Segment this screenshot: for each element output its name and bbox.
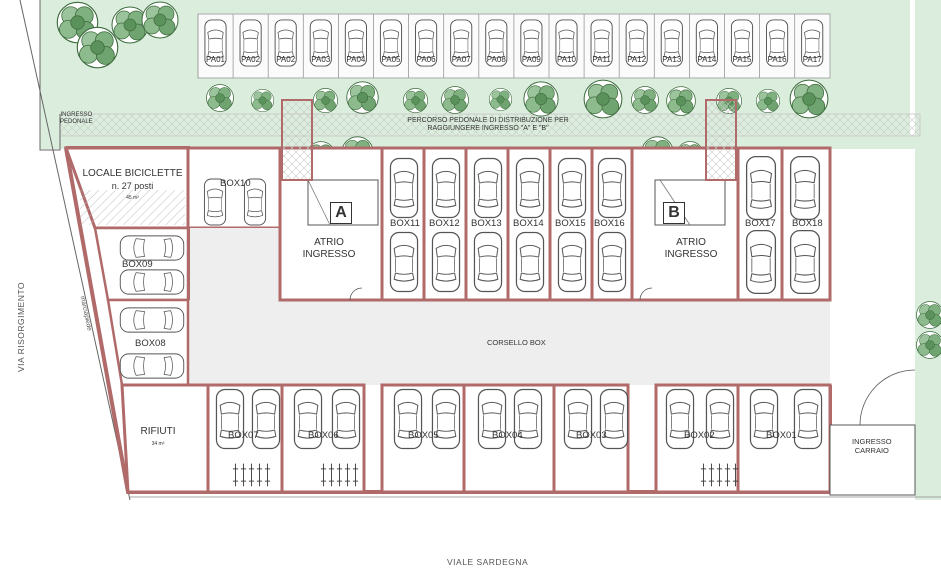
viale-sardegna-label: VIALE SARDEGNA: [447, 557, 529, 567]
parking-spot-label: PA13: [662, 55, 682, 64]
corsello-box: [128, 300, 830, 385]
parking-spot-label: PA06: [416, 55, 436, 64]
parking-spot-label: PA01: [206, 55, 225, 64]
parking-spot-label: PA15: [732, 55, 752, 64]
parked-car: [473, 231, 503, 293]
via-risorgimento-label: VIA RISORGIMENTO: [16, 281, 27, 373]
bike-room-label: LOCALE BICICLETTE n. 27 posti 45 m²: [82, 168, 183, 201]
box10-label: BOX10: [220, 178, 251, 189]
parking-spot-label: PA02: [276, 55, 296, 64]
parked-car: [597, 157, 627, 219]
box18-label: BOX18: [792, 218, 823, 229]
parking-spot-label: PA07: [451, 55, 471, 64]
parked-car: [119, 235, 185, 261]
box12-label: BOX12: [429, 218, 460, 229]
entrance-b-letter: B: [663, 202, 685, 224]
box03-label: BOX03: [576, 430, 607, 441]
side-lawn: [915, 0, 941, 500]
parked-car: [119, 353, 185, 379]
box01-label: BOX01: [766, 430, 797, 441]
box13-label: BOX13: [471, 218, 502, 229]
parked-car: [431, 231, 461, 293]
parked-car: [473, 157, 503, 219]
parked-car: [745, 229, 777, 295]
vehicle-entrance: [829, 424, 916, 496]
parked-car: [515, 231, 545, 293]
parked-car: [793, 388, 823, 450]
parked-car: [789, 229, 821, 295]
box06-label: BOX06: [308, 430, 339, 441]
parking-spot-label: PA05: [381, 55, 401, 64]
box14-label: BOX14: [513, 218, 544, 229]
entrance-a-letter: A: [330, 202, 352, 224]
parking-spot-label: PA10: [557, 55, 576, 64]
box09-label: BOX09: [122, 259, 153, 270]
parked-car: [515, 157, 545, 219]
parking-spot-label: PA16: [767, 55, 787, 64]
parking-spot-label: PA03: [311, 55, 331, 64]
parked-car: [789, 155, 821, 221]
street-edge: [19, 0, 131, 501]
box11-label: BOX11: [390, 218, 420, 229]
parking-spot-label: PA14: [697, 55, 717, 64]
box16-label: BOX16: [594, 218, 625, 229]
box05-label: BOX05: [408, 430, 439, 441]
box08-label: BOX08: [135, 338, 166, 349]
parking-spot-label: PA11: [592, 55, 611, 64]
box02-label: BOX02: [684, 430, 715, 441]
parked-car: [389, 157, 419, 219]
box04-label: BOX04: [492, 430, 523, 441]
waste-room-label: RIFIUTI 34 m²: [140, 426, 176, 447]
parked-car: [745, 155, 777, 221]
parking-spot-label: PA12: [627, 55, 647, 64]
parking-spot-label: PA09: [521, 55, 541, 64]
parked-car: [597, 231, 627, 293]
box07-label: BOX07: [228, 430, 259, 441]
parked-car: [431, 157, 461, 219]
parked-car: [557, 157, 587, 219]
parked-car: [557, 231, 587, 293]
corridor-label: CORSELLO BOX: [487, 338, 546, 347]
parked-car: [389, 231, 419, 293]
parking-spot-label: PA02: [241, 55, 261, 64]
parked-car: [119, 307, 185, 333]
parking-spot-label: PA17: [802, 55, 822, 64]
parking-spot-label: PA04: [346, 55, 366, 64]
box17-label: BOX17: [745, 218, 776, 229]
parked-car: [119, 269, 185, 295]
parking-spot-label: PA08: [486, 55, 506, 64]
box15-label: BOX15: [555, 218, 586, 229]
